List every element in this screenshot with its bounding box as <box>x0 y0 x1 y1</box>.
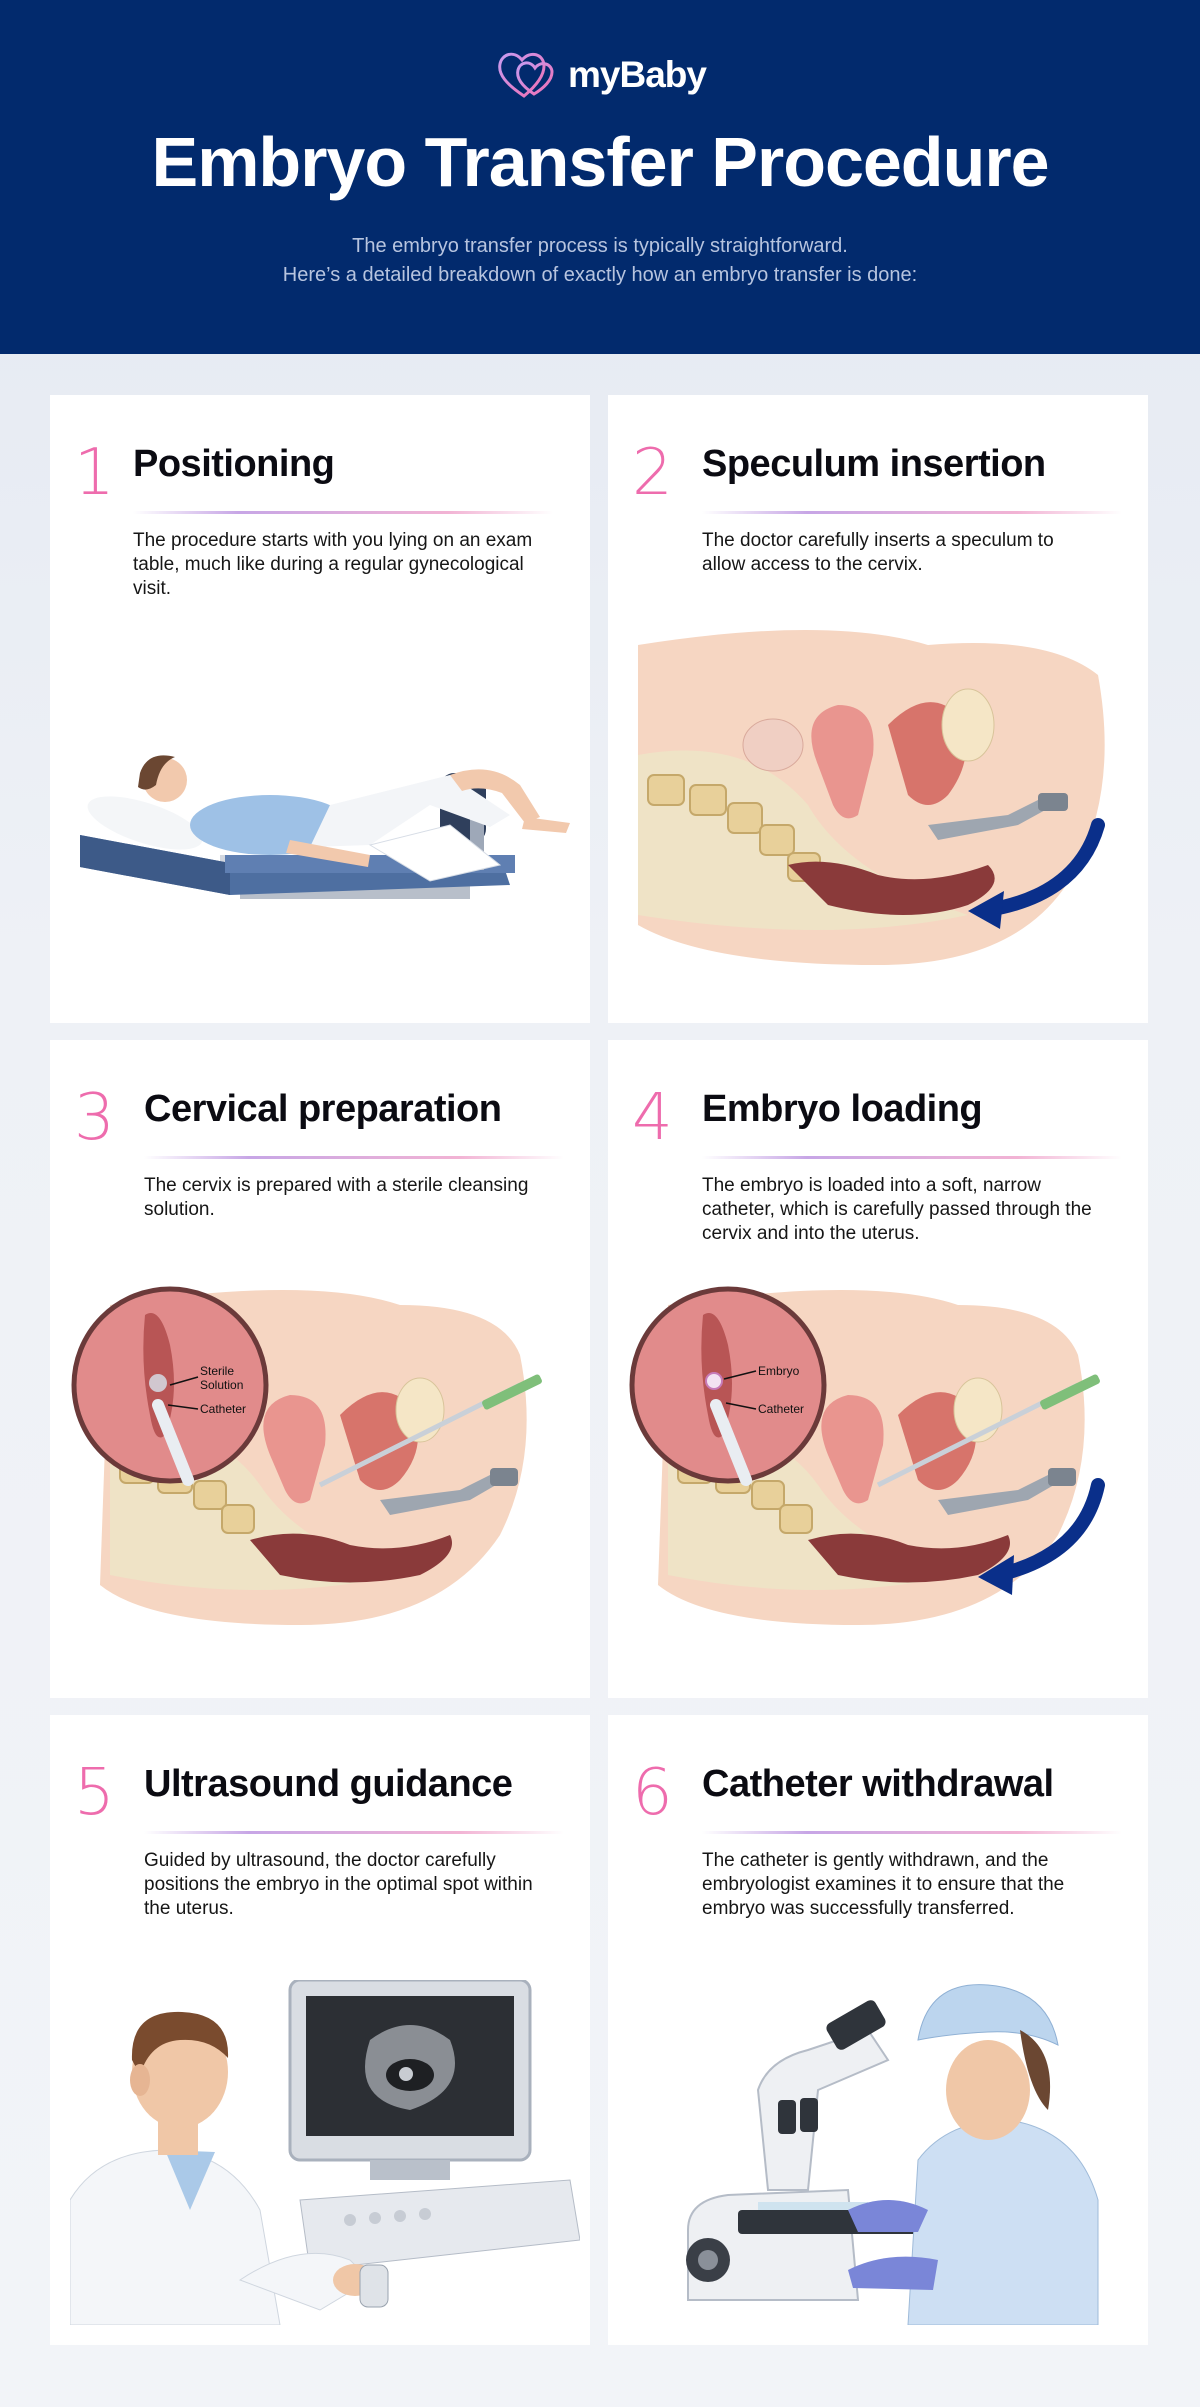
step-number: 2 <box>632 436 673 510</box>
divider <box>133 511 553 514</box>
step-description: The embryo is loaded into a soft, narrow… <box>702 1175 1092 1244</box>
step-description: The procedure starts with you lying on a… <box>133 530 533 599</box>
magnified-inset <box>629 1286 827 1486</box>
arrow-icon <box>978 1555 1014 1595</box>
step-description: The catheter is gently withdrawn, and th… <box>702 1850 1065 1919</box>
callout-embryo: Embryo <box>758 1364 800 1378</box>
hearts-logo-icon <box>498 52 554 98</box>
step-card-5: 5 Ultrasound guidance Guided by ultrasou… <box>50 1715 590 2345</box>
step-number: 4 <box>632 1081 673 1155</box>
subtitle-line-1: The embryo transfer process is typically… <box>352 235 848 257</box>
step-card-3: 3 Cervical preparation The cervix is pre… <box>50 1040 590 1698</box>
patient-on-exam-table-illustration <box>80 755 570 899</box>
divider <box>702 511 1122 514</box>
callout-solution: Solution <box>200 1378 243 1392</box>
step-title: Positioning <box>133 443 335 485</box>
callout-catheter: Catheter <box>200 1402 246 1416</box>
step-title: Cervical preparation <box>144 1088 502 1130</box>
step-card-6: 6 Catheter withdrawal The catheter is ge… <box>608 1715 1148 2345</box>
step-number: 6 <box>632 1756 673 1830</box>
step-description: The cervix is prepared with a sterile cl… <box>144 1175 529 1220</box>
embryo-icon <box>705 1372 723 1390</box>
step-card-2: 2 Speculum insertion The doctor carefull… <box>608 395 1148 1023</box>
arrow-icon <box>968 891 1004 929</box>
step-title: Embryo loading <box>702 1088 983 1130</box>
callout-sterile: Sterile <box>200 1364 234 1378</box>
brand-name: myBaby <box>568 54 707 95</box>
divider <box>702 1831 1122 1834</box>
embryologist-microscope-illustration <box>686 1984 1099 2325</box>
step-card-1: 1 Positioning The procedure starts with … <box>50 395 590 1023</box>
page-subtitle: The embryo transfer process is typically… <box>0 232 1200 290</box>
pelvic-cross-section-embryo-illustration: Embryo Catheter <box>629 1286 1105 1625</box>
step-number: 1 <box>74 436 115 510</box>
step-title: Ultrasound guidance <box>144 1763 513 1805</box>
doctor-ultrasound-illustration <box>70 1980 580 2325</box>
step-title: Speculum insertion <box>702 443 1046 485</box>
step-title: Catheter withdrawal <box>702 1763 1054 1805</box>
callout-catheter: Catheter <box>758 1402 804 1416</box>
header-banner: myBaby Embryo Transfer Procedure The emb… <box>0 0 1200 354</box>
step-description: Guided by ultrasound, the doctor careful… <box>144 1850 533 1919</box>
divider <box>144 1156 564 1159</box>
step-card-4: 4 Embryo loading The embryo is loaded in… <box>608 1040 1148 1698</box>
step-number: 3 <box>74 1081 115 1155</box>
step-description: The doctor carefully inserts a speculum … <box>702 530 1054 575</box>
pelvic-cross-section-speculum-illustration <box>638 630 1105 965</box>
subtitle-line-2: Here’s a detailed breakdown of exactly h… <box>282 264 918 286</box>
page-title: Embryo Transfer Procedure <box>151 123 1050 201</box>
divider <box>144 1831 564 1834</box>
pelvic-cross-section-catheter-illustration: Sterile Solution Catheter <box>71 1286 542 1625</box>
step-number: 5 <box>74 1756 115 1830</box>
divider <box>702 1156 1122 1159</box>
brand-logo[interactable]: myBaby <box>0 44 1200 106</box>
